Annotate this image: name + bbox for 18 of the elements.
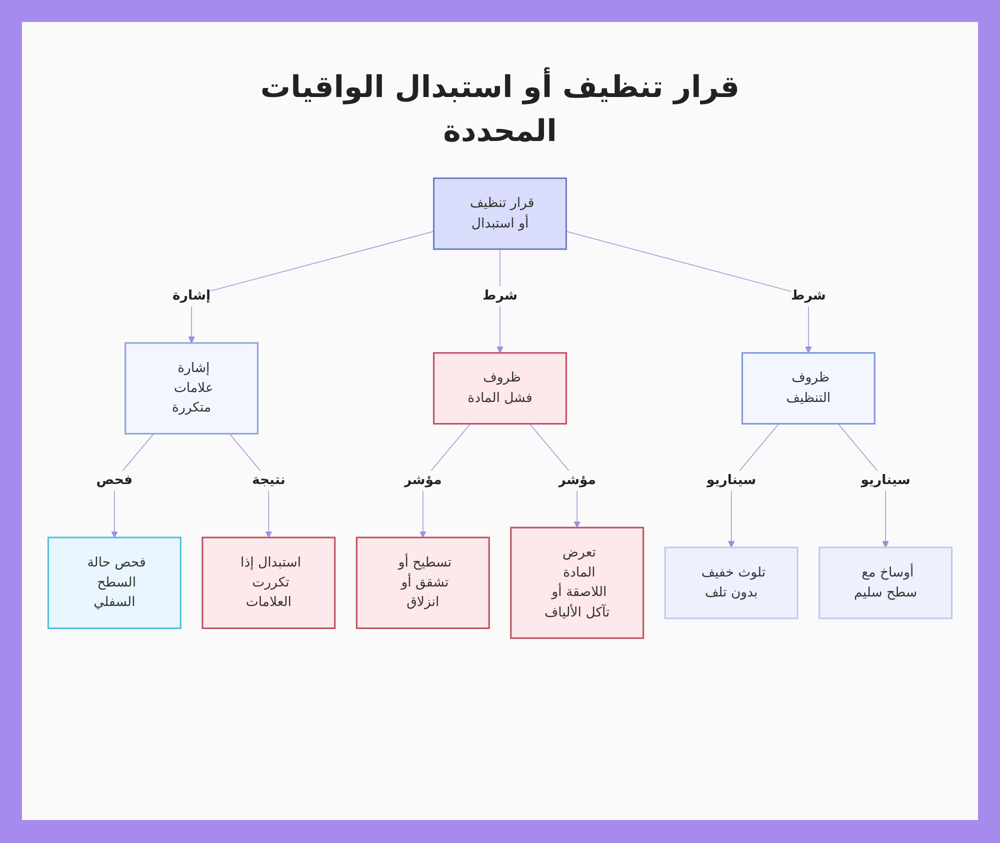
node-box: تسطيح أو تشقق أو انزلاق bbox=[356, 536, 490, 630]
arrow bbox=[566, 230, 812, 354]
node-box: استبدال إذا تكررت العلامات bbox=[202, 536, 336, 630]
node-box: أوساخ مع سطح سليم bbox=[818, 546, 953, 620]
edge-label: شرط bbox=[790, 288, 826, 304]
diagram-title: قرار تنظيف أو استبدال الواقيات المحددة bbox=[222, 66, 778, 153]
arrow bbox=[188, 230, 434, 344]
edge-label: إشارة bbox=[172, 288, 211, 304]
node-box: قرار تنظيف أو استبدال bbox=[433, 177, 567, 250]
node-box: فحص حالة السطح السفلي bbox=[47, 536, 182, 630]
edge-label: شرط bbox=[482, 288, 518, 304]
node-box: ظروف التنظيف bbox=[741, 352, 876, 425]
node-box: تعرض المادة اللاصقة أو تآكل الألياف bbox=[510, 526, 644, 639]
node-box: إشارة علامات متكررة bbox=[124, 342, 259, 434]
node-box: تلوث خفيف بدون تلف bbox=[664, 546, 798, 620]
edge-label: فحص bbox=[96, 472, 133, 488]
edge-label: نتيجة bbox=[252, 472, 286, 488]
node-box: ظروف فشل المادة bbox=[433, 352, 567, 425]
